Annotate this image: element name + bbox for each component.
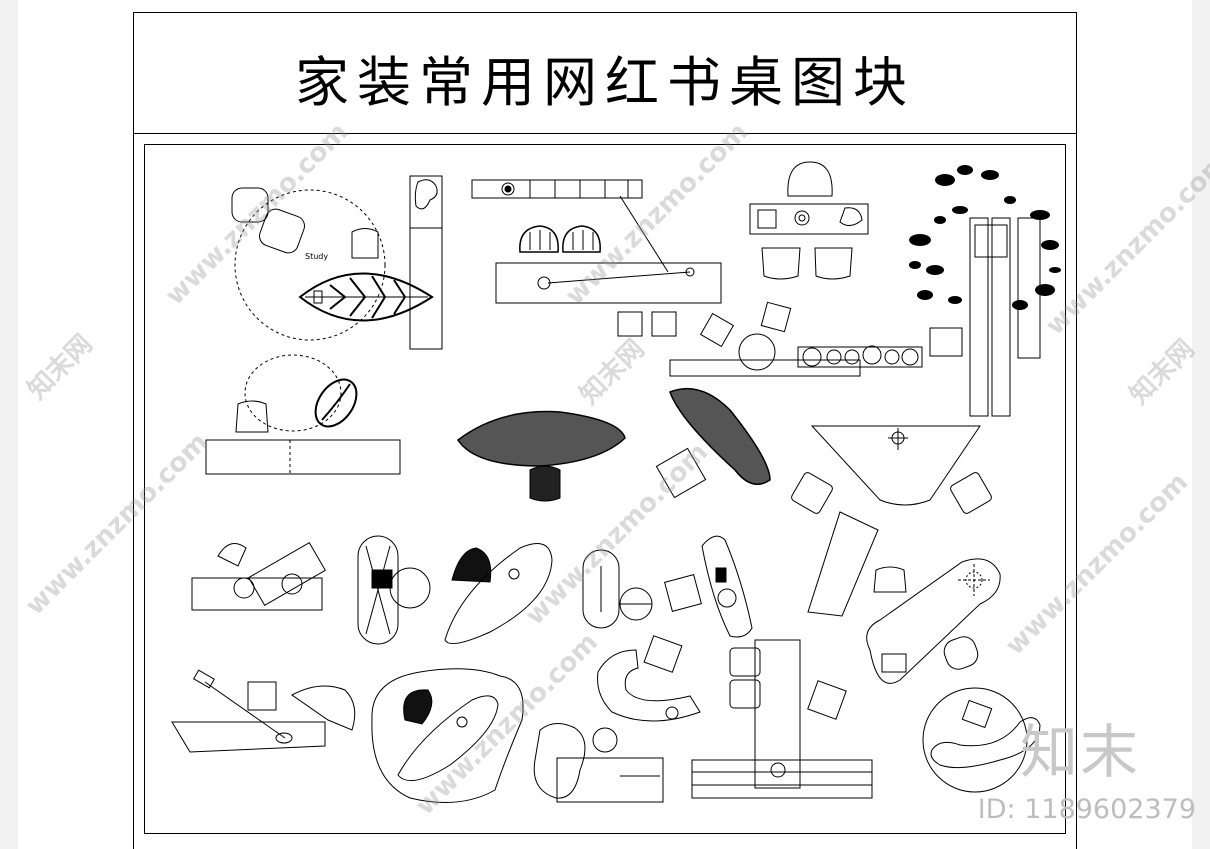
block-capsule-table xyxy=(357,535,431,645)
block-circle-rug-desk xyxy=(922,687,1041,793)
block-split-round-table xyxy=(582,549,653,629)
block-slanted-slab-desk xyxy=(807,511,907,617)
block-diagonal-arm-desk xyxy=(171,669,356,753)
block-oval-desk xyxy=(444,543,553,645)
block-tree-shelf xyxy=(909,165,1061,417)
image-id-label: ID: 1189602379 xyxy=(977,794,1196,825)
page-title: 家装常用网红书桌图块 xyxy=(295,51,915,114)
block-curved-desk xyxy=(597,635,701,722)
cad-sheet xyxy=(133,12,1077,849)
block-round-chair-desk xyxy=(749,161,869,280)
block-bench-round-table xyxy=(617,301,923,377)
block-bean-desk xyxy=(205,354,401,475)
block-shelf-desk xyxy=(471,179,722,304)
block-hatched-leaf-desk xyxy=(456,410,626,502)
drawing-frame xyxy=(144,144,1066,834)
block-leaf-study-desk: Study xyxy=(231,175,443,350)
study-label: Study xyxy=(305,252,328,261)
block-tilted-hatched-desk xyxy=(655,387,771,499)
block-crossed-plank-desk xyxy=(191,541,326,611)
title-band: 家装常用网红书桌图块 xyxy=(133,12,1077,134)
block-grid-rug-table xyxy=(691,639,873,799)
block-trapezoid-desk xyxy=(791,425,992,514)
block-rug-oval-desk xyxy=(371,668,524,803)
block-person-desk xyxy=(533,723,664,803)
brand-logo: 知末 xyxy=(1019,718,1140,786)
block-tablet-desk xyxy=(664,535,753,638)
block-rounded-long-desk xyxy=(866,558,1001,684)
